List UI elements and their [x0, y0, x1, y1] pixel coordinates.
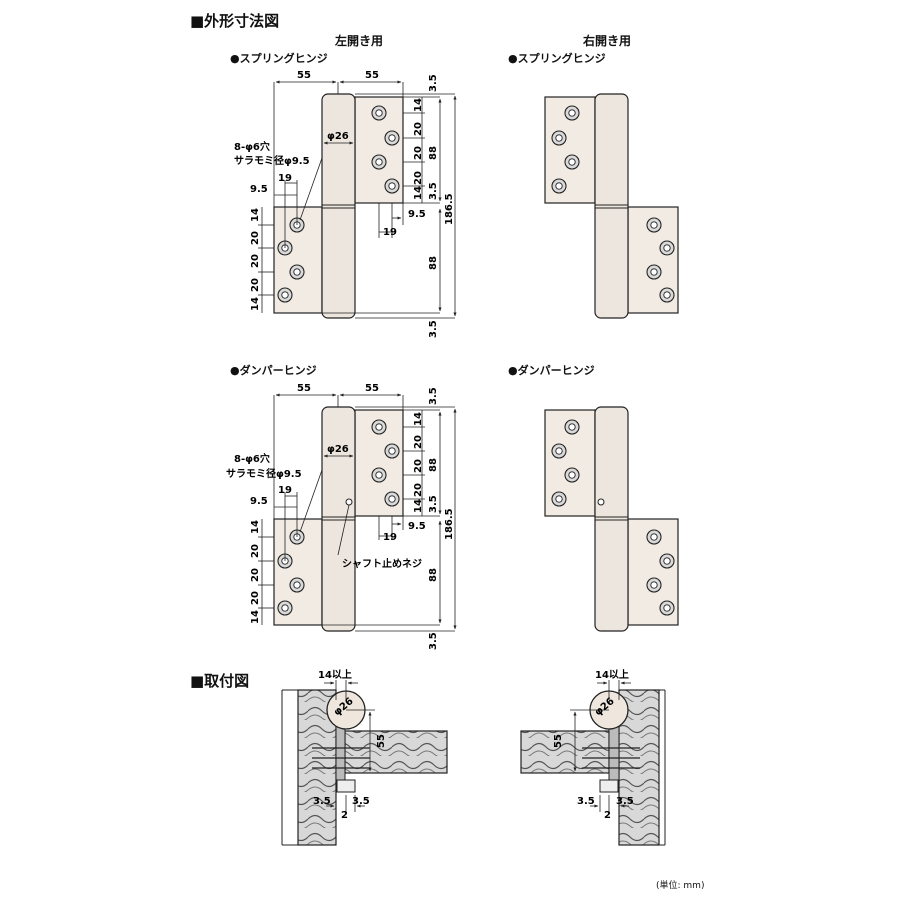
svg-text:φ26: φ26 [327, 444, 349, 455]
damper-hinge-left-drawing: 55 55 φ26 8-φ6穴 サラモミ径φ9.5 19 9.5 9.5 19 … [226, 383, 457, 650]
section-title-mounting: ■取付図 [190, 672, 250, 690]
screw-hole [384, 178, 400, 194]
svg-text:14以上: 14以上 [595, 668, 629, 681]
svg-text:2: 2 [604, 810, 611, 821]
svg-text:20: 20 [413, 146, 424, 160]
column-title-right-open: 右開き用 [583, 34, 632, 48]
svg-text:14: 14 [250, 520, 261, 534]
screw-hole [384, 130, 400, 146]
svg-text:3.5: 3.5 [313, 796, 331, 807]
svg-text:3.5: 3.5 [577, 796, 595, 807]
svg-text:14: 14 [413, 98, 424, 112]
svg-text:88: 88 [428, 256, 439, 270]
svg-text:3.5: 3.5 [616, 796, 634, 807]
svg-text:9.5: 9.5 [408, 209, 426, 220]
screw-hole [371, 154, 387, 170]
svg-text:20: 20 [250, 544, 261, 558]
svg-text:19: 19 [278, 173, 292, 184]
svg-text:20: 20 [250, 591, 261, 605]
svg-text:14: 14 [413, 412, 424, 426]
svg-text:14: 14 [413, 499, 424, 513]
holes-label: 8-φ6穴 [234, 140, 270, 153]
door-panel [344, 730, 448, 774]
shaft-screw [345, 498, 353, 506]
svg-text:20: 20 [250, 568, 261, 582]
dim-diameter: φ26 [327, 131, 349, 142]
screw-hole [371, 105, 387, 121]
svg-text:19: 19 [278, 485, 292, 496]
svg-text:20: 20 [413, 435, 424, 449]
svg-text:サラモミ径φ9.5: サラモミ径φ9.5 [226, 467, 302, 480]
column-title-left-open: 左開き用 [335, 34, 384, 48]
svg-text:20: 20 [413, 483, 424, 497]
svg-text:3.5: 3.5 [428, 387, 439, 405]
svg-text:20: 20 [250, 231, 261, 245]
svg-text:19: 19 [383, 227, 397, 238]
svg-text:88: 88 [428, 146, 439, 160]
screw-hole [277, 287, 293, 303]
section-title-outline: ■外形寸法図 [190, 12, 280, 30]
hinge-title-damper-left: ●ダンパーヒンジ [230, 364, 317, 377]
svg-text:9.5: 9.5 [250, 496, 268, 507]
knuckle [321, 93, 356, 319]
damper-hinge-right-drawing [544, 406, 679, 632]
svg-text:88: 88 [428, 458, 439, 472]
svg-text:186.5: 186.5 [444, 193, 455, 225]
hinge-title-spring-right: ●スプリングヒンジ [508, 52, 606, 65]
svg-text:3.5: 3.5 [428, 495, 439, 513]
svg-text:14以上: 14以上 [318, 668, 352, 681]
svg-text:3.5: 3.5 [428, 182, 439, 200]
svg-text:8-φ6穴: 8-φ6穴 [234, 452, 270, 465]
svg-text:3.5: 3.5 [428, 74, 439, 92]
dim-55: 55 [297, 70, 311, 81]
svg-text:88: 88 [428, 568, 439, 582]
svg-text:3.5: 3.5 [428, 632, 439, 650]
unit-note: (単位: mm) [656, 881, 705, 891]
mounting-diagram-right: 14以上 φ26 55 3.5 3.5 2 [520, 668, 666, 846]
svg-text:55: 55 [553, 734, 564, 748]
screw-hole [289, 264, 305, 280]
svg-text:14: 14 [250, 208, 261, 222]
countersink-label: サラモミ径φ9.5 [234, 154, 310, 167]
svg-text:186.5: 186.5 [444, 508, 455, 540]
spring-hinge-right-drawing [544, 93, 679, 319]
svg-text:20: 20 [413, 459, 424, 473]
shaft-screw-label: シャフト止めネジ [342, 557, 422, 570]
svg-text:20: 20 [413, 122, 424, 136]
dim-55: 55 [365, 70, 379, 81]
svg-text:3.5: 3.5 [428, 320, 439, 338]
spring-hinge-left-drawing: 55 55 φ26 8-φ6穴 サラモミ径φ9.5 19 9.5 9.5 19 … [234, 70, 457, 338]
svg-text:55: 55 [376, 734, 387, 748]
svg-text:14: 14 [250, 297, 261, 311]
svg-text:20: 20 [413, 171, 424, 185]
svg-text:9.5: 9.5 [250, 184, 268, 195]
svg-text:2: 2 [341, 810, 348, 821]
hinge-title-spring-left: ●スプリングヒンジ [230, 52, 328, 65]
mounting-diagram-left: 14以上 φ26 55 3.5 3.5 2 [281, 668, 448, 846]
svg-text:9.5: 9.5 [408, 521, 426, 532]
svg-text:20: 20 [250, 278, 261, 292]
svg-text:14: 14 [413, 186, 424, 200]
svg-text:14: 14 [250, 610, 261, 624]
svg-text:55: 55 [365, 383, 379, 394]
svg-text:20: 20 [250, 254, 261, 268]
svg-text:3.5: 3.5 [352, 796, 370, 807]
svg-text:19: 19 [383, 532, 397, 543]
svg-text:55: 55 [297, 383, 311, 394]
hinge-title-damper-right: ●ダンパーヒンジ [508, 364, 595, 377]
